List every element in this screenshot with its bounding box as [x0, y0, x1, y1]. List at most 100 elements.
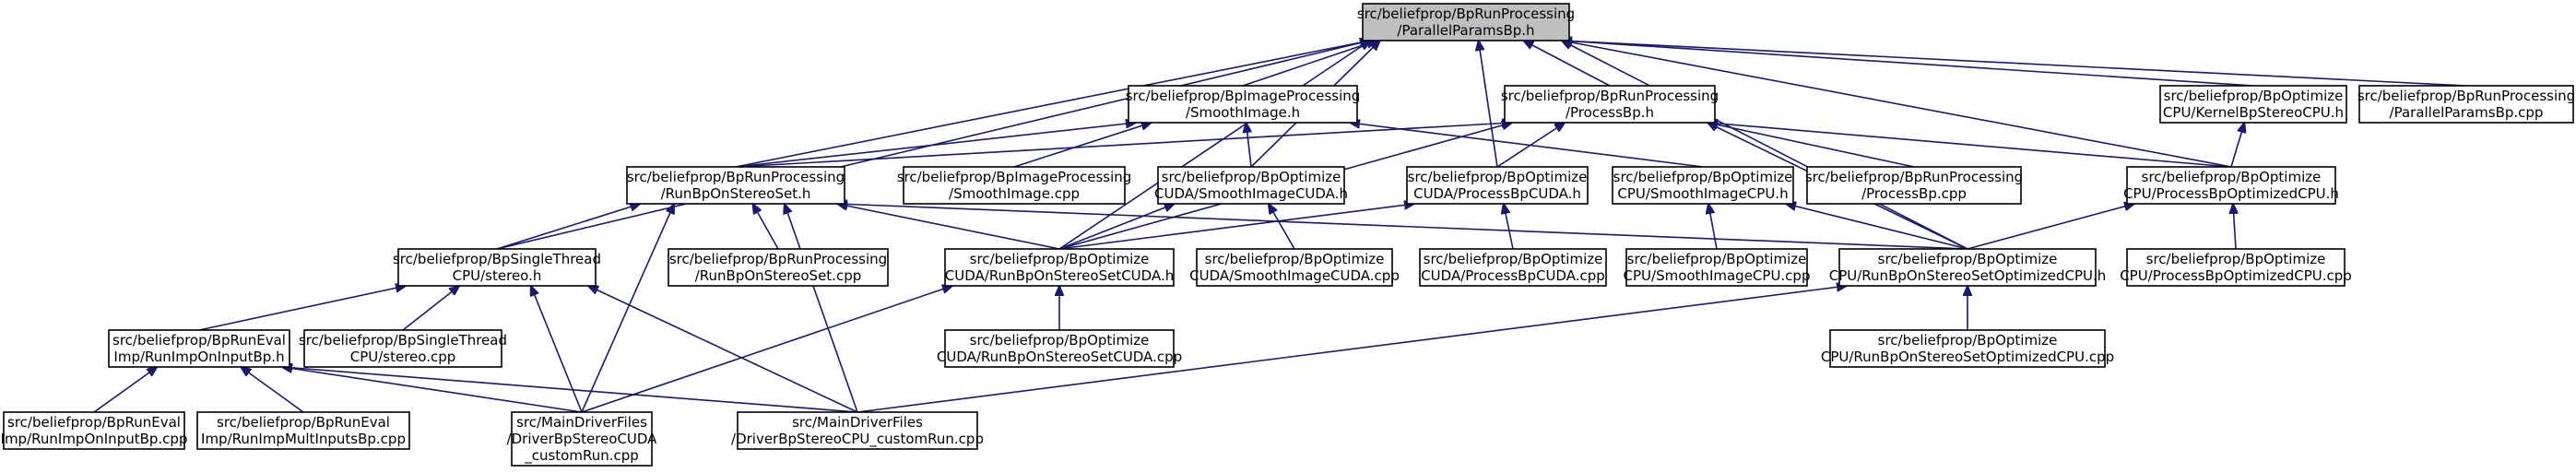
node-box[interactable]	[903, 166, 1126, 205]
node-label-line: src/MainDriverFiles	[516, 414, 647, 431]
node-driver-cpu[interactable]: src/MainDriverFiles/DriverBpStereoCPU_cu…	[731, 411, 984, 450]
node-smooth-cpu-h[interactable]: src/beliefprop/BpOptimizeCPU/SmoothImage…	[1612, 166, 1794, 205]
node-box[interactable]	[668, 248, 889, 287]
edge-runbp_cpu_h-to-smooth_cpu_h	[1786, 204, 1968, 250]
node-label-line: src/beliefprop/BpOptimize	[2146, 251, 2326, 267]
node-box[interactable]	[2126, 166, 2336, 205]
node-process-cpu-h[interactable]: src/beliefprop/BpOptimizeCPU/ProcessBpOp…	[2123, 166, 2339, 205]
node-label-line: /RunBpOnStereoSet.h	[661, 185, 811, 202]
node-runbp-set-h[interactable]: src/beliefprop/BpRunProcessing/RunBpOnSt…	[626, 166, 845, 205]
node-parallel-h[interactable]: src/beliefprop/BpRunProcessing/ParallelP…	[1357, 3, 1575, 41]
node-label-line: CPU/ProcessBpOptimizedCPU.cpp	[2120, 267, 2352, 284]
node-box[interactable]	[1157, 166, 1345, 205]
node-smooth-h[interactable]: src/beliefprop/BpImageProcessing/SmoothI…	[1126, 85, 1361, 124]
node-runimp-cpp[interactable]: src/beliefprop/BpRunEvalImp/RunImpOnInpu…	[1, 411, 188, 450]
edge-runbp_cuda_h-to-smooth_cuda_h	[1058, 204, 1175, 250]
node-box[interactable]	[2159, 85, 2347, 124]
node-label-line: /RunBpOnStereoSet.cpp	[695, 267, 862, 284]
node-box[interactable]	[1419, 248, 1607, 287]
node-stereo-cpp[interactable]: src/beliefprop/BpSingleThreadCPU/stereo.…	[299, 329, 507, 368]
node-box[interactable]	[2126, 248, 2346, 287]
node-box[interactable]	[303, 329, 502, 368]
edge-driver_cuda-to-runbp_cuda_h	[581, 286, 952, 413]
node-stereo-h[interactable]: src/beliefprop/BpSingleThreadCPU/stereo.…	[393, 248, 601, 287]
node-processbp-h[interactable]: src/beliefprop/BpRunProcessing/ProcessBp…	[1501, 85, 1719, 124]
node-label-line: /DriverBpStereoCUDA	[507, 431, 658, 447]
node-label-line: Imp/RunImpMultInputsBp.cpp	[201, 431, 406, 447]
edge-runbp_set_h-to-processbp_h	[735, 123, 1512, 168]
node-runbp-cpu-h[interactable]: src/beliefprop/BpOptimizeCPU/RunBpOnSter…	[1829, 248, 2107, 287]
node-box[interactable]	[1128, 85, 1358, 124]
node-process-cuda-cpp[interactable]: src/beliefprop/BpOptimizeCUDA/ProcessBpC…	[1419, 248, 1607, 287]
node-runimp-h[interactable]: src/beliefprop/BpRunEvalImp/RunImpOnInpu…	[108, 329, 290, 368]
edge-driver_cpu-to-runbp_set_h	[785, 204, 858, 413]
node-box[interactable]	[1504, 85, 1716, 124]
node-box[interactable]	[1806, 166, 2022, 205]
node-label-line: CPU/SmoothImageCPU.cpp	[1624, 267, 1811, 284]
node-processbp-cpp[interactable]: src/beliefprop/BpRunProcessing/ProcessBp…	[1805, 166, 2023, 205]
node-smooth-cpu-cpp[interactable]: src/beliefprop/BpOptimizeCPU/SmoothImage…	[1624, 248, 1811, 287]
node-label-line: Imp/RunImpOnInputBp.h	[113, 349, 284, 365]
node-smooth-cuda-cpp[interactable]: src/beliefprop/BpOptimizeCUDA/SmoothImag…	[1189, 248, 1400, 287]
edge-parallel_cpp-to-parallel_h	[1562, 41, 2467, 87]
node-smooth-cpp[interactable]: src/beliefprop/BpImageProcessing/SmoothI…	[897, 166, 1132, 205]
node-label-line: /ProcessBp.h	[1566, 104, 1654, 121]
node-runbp-cuda-h[interactable]: src/beliefprop/BpOptimizeCUDA/RunBpOnSte…	[944, 248, 1175, 287]
edge-driver_cpu-to-runbp_cpu_h	[857, 286, 1847, 413]
node-box[interactable]	[3, 411, 185, 450]
node-box[interactable]	[1406, 166, 1589, 205]
node-box[interactable]	[737, 411, 978, 450]
edge-kernel_cpu_h-to-parallel_h	[1562, 41, 2254, 87]
edge-runbp_set_h-to-smooth_h	[735, 123, 1136, 168]
node-process-cuda-h[interactable]: src/beliefprop/BpOptimizeCUDA/ProcessBpC…	[1406, 166, 1589, 205]
node-box[interactable]	[196, 411, 410, 450]
node-label-line: src/beliefprop/BpOptimize	[1424, 251, 1603, 267]
node-box[interactable]	[944, 329, 1175, 368]
node-box[interactable]	[511, 411, 653, 467]
node-label-line: src/beliefprop/BpOptimize	[970, 251, 1150, 267]
node-box[interactable]	[2358, 85, 2574, 124]
node-label-line: src/beliefprop/BpImageProcessing	[1126, 88, 1361, 104]
node-runbp-set-cpp[interactable]: src/beliefprop/BpRunProcessing/RunBpOnSt…	[668, 248, 889, 287]
node-box[interactable]	[1838, 248, 2097, 287]
node-runimpmult-cpp[interactable]: src/beliefprop/BpRunEvalImp/RunImpMultIn…	[196, 411, 410, 450]
node-box[interactable]	[944, 248, 1175, 287]
node-label-line: src/MainDriverFiles	[792, 414, 923, 431]
node-label-line: src/beliefprop/BpRunEval	[7, 414, 181, 431]
edge-process_cpu_h-to-kernel_cpu_h	[2230, 123, 2244, 168]
node-box[interactable]	[1362, 3, 1570, 41]
edge-runbp_set_cpp-to-runbp_set_h	[752, 204, 779, 250]
node-box[interactable]	[108, 329, 290, 368]
node-box[interactable]	[1625, 248, 1808, 287]
node-process-cpu-cpp[interactable]: src/beliefprop/BpOptimizeCPU/ProcessBpOp…	[2120, 248, 2352, 287]
node-label-line: src/beliefprop/BpOptimize	[1408, 169, 1588, 185]
node-label-line: CPU/SmoothImageCPU.h	[1617, 185, 1788, 202]
node-smooth-cuda-h[interactable]: src/beliefprop/BpOptimizeCUDA/SmoothImag…	[1154, 166, 1348, 205]
node-parallel-cpp[interactable]: src/beliefprop/BpRunProcessing/ParallelP…	[2357, 85, 2575, 124]
node-label-line: /DriverBpStereoCPU_customRun.cpp	[731, 431, 984, 448]
node-label-line: src/beliefprop/BpOptimize	[1878, 251, 2058, 267]
node-kernel-cpu-h[interactable]: src/beliefprop/BpOptimizeCPU/KernelBpSte…	[2159, 85, 2347, 124]
edge-runbp_cpu_h-to-runbp_set_h	[837, 204, 1968, 250]
node-label-line: CPU/stereo.cpp	[350, 349, 456, 365]
node-box[interactable]	[397, 248, 597, 287]
edge-runbp_cpu_h-to-process_cpu_h	[1967, 204, 2134, 250]
edge-smooth_cpu_h-to-smooth_h	[1350, 123, 1704, 168]
node-box[interactable]	[1612, 166, 1794, 205]
node-label-line: src/beliefprop/BpSingleThread	[299, 332, 507, 349]
node-label-line: src/beliefprop/BpOptimize	[1613, 169, 1793, 185]
edge-runimp_h-to-stereo_h	[198, 286, 406, 331]
node-box[interactable]	[626, 166, 845, 205]
node-box[interactable]	[1196, 248, 1393, 287]
node-box[interactable]	[1829, 329, 2106, 368]
node-runbp-cuda-cpp[interactable]: src/beliefprop/BpOptimizeCUDA/RunBpOnSte…	[937, 329, 1182, 368]
edge-runbp_cuda_h-to-process_cuda_h	[1058, 204, 1414, 250]
node-label-line: src/beliefprop/BpRunEval	[217, 414, 390, 431]
edge-process_cpu_h-to-processbp_h	[1707, 123, 2232, 168]
edge-driver_cpu-to-runimp_h	[282, 367, 858, 413]
node-runbp-cpu-cpp[interactable]: src/beliefprop/BpOptimizeCPU/RunBpOnSter…	[1821, 329, 2114, 368]
node-driver-cuda[interactable]: src/MainDriverFiles/DriverBpStereoCUDA_c…	[507, 411, 658, 467]
edge-driver_cuda-to-stereo_h	[531, 286, 583, 413]
edge-runbp_cpu_h-to-parallel_h	[1562, 41, 1968, 250]
node-label-line: CUDA/SmoothImageCUDA.h	[1154, 185, 1348, 202]
